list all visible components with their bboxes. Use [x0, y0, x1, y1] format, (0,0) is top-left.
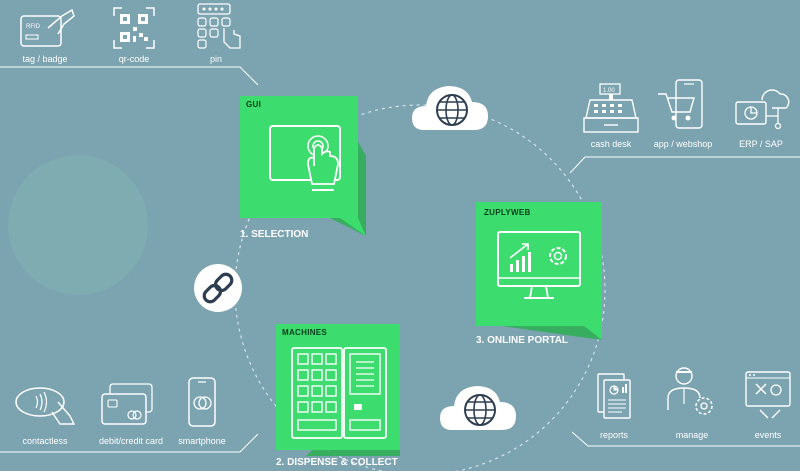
qr-code-icon [113, 7, 155, 49]
svg-text:RFID: RFID [26, 24, 41, 30]
events-monitor-icon [745, 371, 791, 419]
gui-panel [240, 96, 366, 236]
smartphone-pay-icon [188, 377, 216, 427]
external-bracket-line [569, 156, 800, 174]
machines-panel-title: MACHINES [282, 328, 328, 337]
mobile-cart-icon [658, 79, 703, 129]
access-label-qr: qr-code [118, 54, 150, 64]
payment-label-contactless: contactless [22, 436, 68, 446]
payment-label-smartphone: smartphone [178, 436, 226, 446]
credit-card-icon [101, 383, 153, 425]
machines-panel [276, 324, 400, 456]
external-label-webshop: app / webshop [653, 139, 713, 149]
portal-caption: 3. ONLINE PORTAL [476, 335, 569, 346]
report-icon [597, 373, 631, 419]
cycle-circle [234, 104, 606, 471]
gui-panel-title: GUI [246, 100, 262, 109]
payment-bracket-line [0, 433, 259, 453]
machines-caption: 2. DISPENSE & COLLECT [276, 457, 398, 468]
zuplyweb-panel [476, 202, 602, 340]
access-label-badge: tag / badge [22, 54, 68, 64]
link-chain-icon [194, 264, 242, 312]
portal-label-manage: manage [675, 430, 709, 440]
globe-cloud-icon-top [412, 86, 488, 130]
payment-label-card: debit/credit card [98, 436, 164, 446]
external-label-erp: ERP / SAP [739, 139, 783, 149]
svg-text:1.00: 1.00 [603, 88, 615, 94]
rfid-badge-icon: RFID [20, 8, 75, 47]
portal-bracket-line [571, 431, 800, 447]
globe-cloud-icon-bottom [440, 386, 516, 430]
cash-register-icon: 1.00 [583, 83, 639, 133]
zuplyweb-panel-title: ZUPLYWEB [484, 208, 531, 217]
gui-caption: 1. SELECTION [240, 229, 309, 240]
manage-user-icon [667, 367, 713, 415]
access-label-pin: pin [209, 54, 222, 64]
background-glow [8, 155, 148, 295]
external-label-cashdesk: cash desk [590, 139, 632, 149]
erp-cloud-icon [735, 89, 790, 130]
portal-label-events: events [754, 430, 782, 440]
access-bracket-line [0, 66, 259, 86]
portal-label-reports: reports [599, 430, 628, 440]
contactless-icon [15, 387, 76, 425]
pin-keypad-icon [197, 3, 241, 49]
